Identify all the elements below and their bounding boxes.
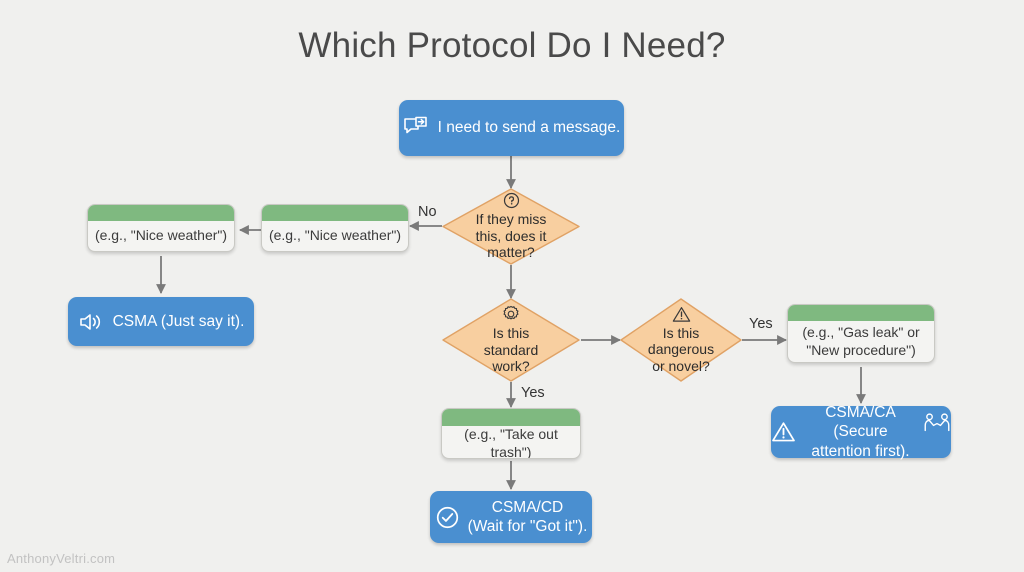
node-csma-ca-label: CSMA/CA (Secure attention first). <box>811 403 910 460</box>
node-csma-cd[interactable]: CSMA/CD (Wait for "Got it"). <box>430 491 592 543</box>
node-csma-label: CSMA (Just say it). <box>112 312 245 330</box>
speaker-icon <box>78 311 104 333</box>
node-start[interactable]: I need to send a message. <box>399 100 624 156</box>
node-ex-gas-leak-label: (e.g., "Gas leak" or "New procedure") <box>802 324 920 358</box>
node-q-dangerous[interactable]: Is this dangerous or novel? <box>619 297 743 383</box>
handshake-people-icon <box>923 412 951 434</box>
message-send-icon <box>403 116 429 140</box>
node-ex-trash[interactable]: (e.g., "Take out trash") <box>441 408 581 459</box>
node-ex-nice-2-label: (e.g., "Nice weather") <box>268 227 402 244</box>
node-q-standard-label: Is this standard work? <box>483 325 539 375</box>
edge-label-yes-dangerous: Yes <box>749 316 773 332</box>
node-q-matter-label: If they miss this, does it matter? <box>475 211 547 261</box>
node-ex-trash-label: (e.g., "Take out trash") <box>464 426 558 459</box>
edge-label-no: No <box>418 204 437 220</box>
check-circle-icon <box>435 505 460 530</box>
example-header-bar <box>788 305 934 321</box>
warning-icon <box>771 421 796 443</box>
example-header-bar <box>442 409 580 426</box>
node-csma[interactable]: CSMA (Just say it). <box>68 297 254 346</box>
example-header-bar <box>262 205 408 221</box>
node-csma-cd-label: CSMA/CD (Wait for "Got it"). <box>467 498 588 535</box>
node-q-matter[interactable]: If they miss this, does it matter? <box>441 187 581 266</box>
warning-icon <box>672 306 691 323</box>
node-csma-ca[interactable]: CSMA/CA (Secure attention first). <box>771 403 951 460</box>
watermark: AnthonyVeltri.com <box>7 551 116 566</box>
edge-label-yes-standard: Yes <box>521 385 545 401</box>
node-ex-nice-1[interactable]: (e.g., "Nice weather") <box>87 204 235 252</box>
node-ex-nice-2[interactable]: (e.g., "Nice weather") <box>261 204 409 252</box>
gear-icon <box>502 305 520 323</box>
page-title: Which Protocol Do I Need? <box>298 26 726 65</box>
node-q-dangerous-label: Is this dangerous or novel? <box>647 324 715 374</box>
node-start-label: I need to send a message. <box>437 119 621 137</box>
example-header-bar <box>88 205 234 221</box>
node-ex-nice-1-label: (e.g., "Nice weather") <box>94 227 228 244</box>
node-q-standard[interactable]: Is this standard work? <box>441 297 581 383</box>
question-mark-icon <box>503 192 520 209</box>
node-ex-gas-leak[interactable]: (e.g., "Gas leak" or "New procedure") <box>787 304 935 363</box>
